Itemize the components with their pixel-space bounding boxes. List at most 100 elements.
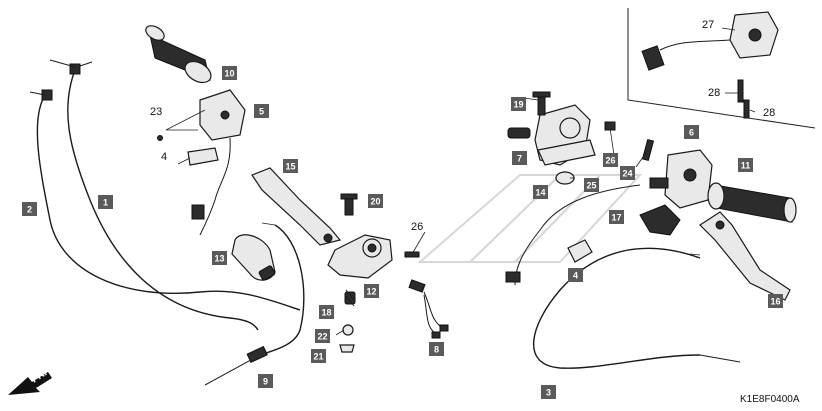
callout-number: 28 <box>763 107 775 119</box>
callout-16: 16 <box>768 294 783 308</box>
callout-number: 23 <box>150 106 162 118</box>
switch-7 <box>507 127 531 139</box>
lever-bracket <box>327 234 393 279</box>
washer-22 <box>342 324 354 336</box>
cable-right <box>533 247 701 369</box>
callout-number: 12 <box>366 287 376 297</box>
cable-right-end <box>699 354 741 363</box>
callout-10: 10 <box>222 66 237 80</box>
left-grip <box>145 25 212 84</box>
cable-throttle-a <box>36 94 301 311</box>
left-lever <box>251 167 342 246</box>
inset-switch <box>641 11 779 119</box>
callout-number: 22 <box>317 332 327 342</box>
protector-17 <box>639 204 681 236</box>
callout-7: 7 <box>512 151 527 165</box>
harness-wire <box>514 184 641 286</box>
callout-number: 26 <box>605 156 615 166</box>
band-clamp-right <box>567 239 593 263</box>
callout-number: 5 <box>259 107 264 117</box>
bolt-20 <box>344 196 354 216</box>
callout-number: 4 <box>161 151 167 163</box>
callout-27: 27 <box>702 19 714 31</box>
callout-number: 10 <box>224 69 234 79</box>
callout-number: 24 <box>622 169 632 179</box>
callout-24: 24 <box>620 166 635 180</box>
screw-23 <box>157 135 163 141</box>
callout-23: 23 <box>150 106 162 118</box>
cable-end-b-rod <box>49 59 93 68</box>
callout-number: 4 <box>573 271 578 281</box>
callout-number: 21 <box>313 352 323 362</box>
bolt-19 <box>537 94 546 116</box>
right-lever <box>699 211 791 301</box>
callout-number: 3 <box>546 388 551 398</box>
callout-20: 20 <box>368 194 383 208</box>
band-clamp-left <box>187 147 219 166</box>
diagram-code: K1E8F0400A <box>740 394 800 405</box>
right-switch <box>649 149 713 209</box>
hardware <box>157 135 420 353</box>
watermark-logo <box>417 174 643 263</box>
cable-end-a <box>41 89 53 101</box>
callout-25: 25 <box>584 178 599 192</box>
callout-13: 13 <box>212 251 227 265</box>
callout-number: 9 <box>263 377 268 387</box>
callout-number: 26 <box>411 221 423 233</box>
callout-number: 11 <box>741 161 751 171</box>
callout-6: 6 <box>684 125 699 139</box>
right-holder <box>507 91 655 185</box>
harness-connector <box>505 271 521 283</box>
callout-number: 14 <box>535 188 545 198</box>
callout-layer: 1234456789101112131415161718192021222324… <box>22 19 783 399</box>
cable-clutch-adjuster <box>246 345 268 363</box>
callout-number: 15 <box>285 162 295 172</box>
callout-21: 21 <box>311 349 326 363</box>
callout-28: 28 <box>708 87 720 99</box>
callout-number: 25 <box>586 181 596 191</box>
right-grip <box>707 182 797 223</box>
callout-18: 18 <box>319 305 334 319</box>
callout-number: 16 <box>770 297 780 307</box>
callout-1: 1 <box>98 195 113 209</box>
cable-throttle-b <box>67 69 259 331</box>
callout-number: 6 <box>689 128 694 138</box>
callout-9: 9 <box>258 374 273 388</box>
callout-22: 22 <box>315 329 330 343</box>
cable-end-b <box>69 63 81 75</box>
callout-number: 1 <box>103 198 108 208</box>
callout-28: 28 <box>763 107 775 119</box>
callout-14: 14 <box>533 185 548 199</box>
callout-5: 5 <box>254 104 269 118</box>
spring-18 <box>344 291 356 305</box>
left-switch <box>191 89 246 236</box>
callout-12: 12 <box>364 284 379 298</box>
callout-number: 7 <box>517 154 522 164</box>
clutch-switch <box>408 279 449 339</box>
callout-number: 28 <box>708 87 720 99</box>
callout-number: 8 <box>434 345 439 355</box>
callout-number: 2 <box>27 205 32 215</box>
callout-8: 8 <box>429 342 444 356</box>
callout-number: 27 <box>702 19 714 31</box>
inset-frame <box>627 8 816 129</box>
cap-21 <box>339 344 355 353</box>
callout-number: 20 <box>370 197 380 207</box>
callout-15: 15 <box>283 159 298 173</box>
leader-lines <box>165 27 756 336</box>
callout-26: 26 <box>411 221 423 233</box>
callout-11: 11 <box>738 158 753 172</box>
callout-number: 13 <box>214 254 224 264</box>
callout-number: 18 <box>321 308 331 318</box>
callout-4: 4 <box>568 268 583 282</box>
lever-cover <box>231 234 276 281</box>
callout-4: 4 <box>161 151 167 163</box>
callout-19: 19 <box>511 97 526 111</box>
callout-3: 3 <box>541 385 556 399</box>
callout-number: 17 <box>611 213 621 223</box>
cable-end-a-rod <box>29 91 46 96</box>
bolt-26-left <box>404 251 420 258</box>
callout-26: 26 <box>603 153 618 167</box>
